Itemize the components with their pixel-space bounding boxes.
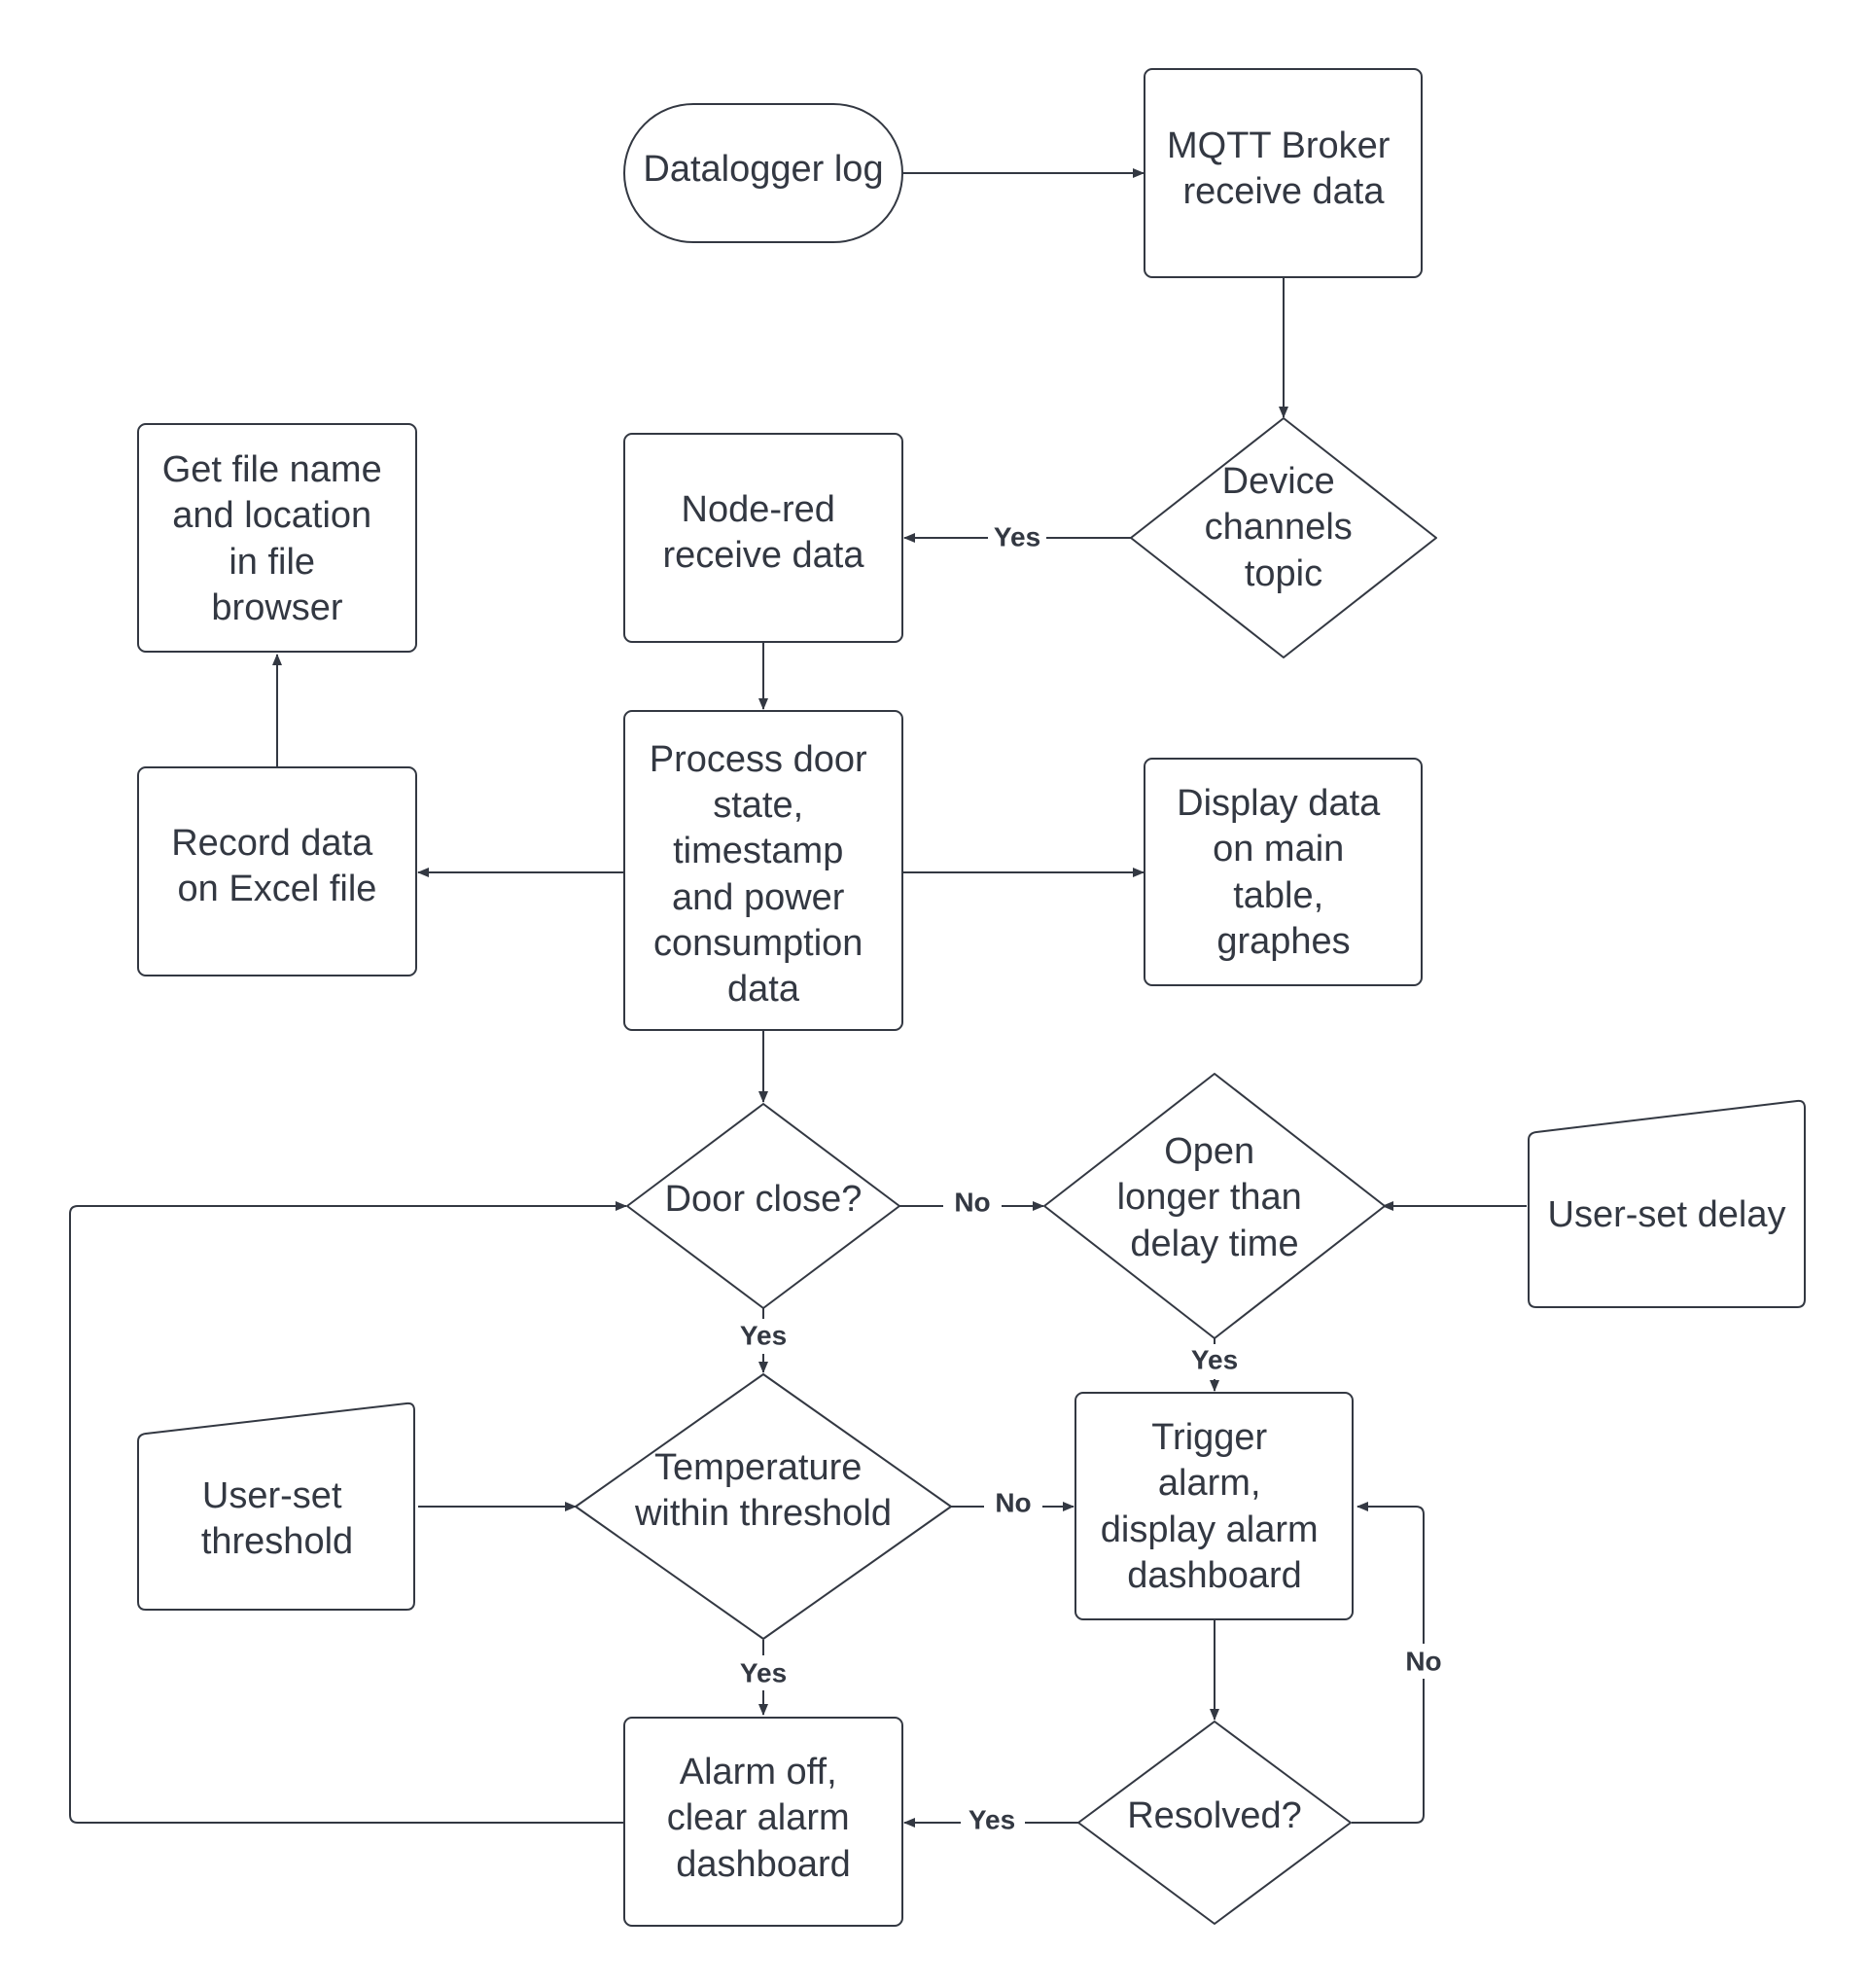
edge-alarmoff-doorclose-loop — [69, 1201, 627, 1824]
alarmoff-text-line: Alarm off, — [680, 1752, 837, 1793]
edge-label-open-yes: Yes — [1191, 1345, 1238, 1375]
getfile-text-line: and location — [172, 495, 371, 536]
node-process-door-state: Process door state, timestamp and power … — [623, 710, 903, 1031]
process-text-line: consumption — [653, 923, 863, 964]
svg-text:Door close?: Door close? — [665, 1179, 863, 1220]
temperature-text-line: Temperature — [654, 1447, 862, 1488]
node-device-channels-topic: Device channels topic — [1130, 417, 1437, 658]
process-text-line: data — [727, 969, 800, 1010]
node-user-set-delay: User-set delay — [1528, 1099, 1806, 1308]
edge-labels: Yes No Yes Yes No Yes Yes No — [731, 519, 1453, 1840]
getfile-text-line: browser — [211, 587, 342, 628]
mqtt-text-line: MQTT Broker — [1167, 125, 1391, 166]
svg-text:Trigger alarm,: Trigger alarm, display alarm dashboard — [1101, 1417, 1328, 1596]
alarmoff-text-line: dashboard — [676, 1844, 851, 1885]
trigger-text-line: display alarm — [1101, 1509, 1319, 1550]
edge-label-temp-no: No — [995, 1488, 1031, 1518]
svg-text:MQTT Broker receive da: MQTT Broker receive data — [1167, 125, 1400, 212]
svg-text:Process door state,: Process door state, timestamp and power … — [650, 739, 877, 1010]
getfile-text-line: in file — [229, 542, 315, 583]
node-temperature: Temperature within threshold — [575, 1373, 952, 1640]
trigger-text-line: alarm, — [1158, 1463, 1261, 1504]
svg-text:Node-red receive data: Node-red receive data — [662, 489, 864, 576]
edge-label-resolved-no: No — [1405, 1647, 1441, 1677]
device-topic-text-line: topic — [1245, 553, 1322, 594]
edge-label-door-no: No — [954, 1188, 990, 1218]
svg-text:Device channels: Device channels topic — [1205, 461, 1363, 594]
node-datalogger-log: Datalogger log — [623, 103, 903, 243]
display-text-line: Display data — [1177, 783, 1381, 824]
process-text-line: and power — [672, 877, 845, 918]
nodered-text-line: Node-red — [682, 489, 835, 530]
node-resolved: Resolved? — [1077, 1721, 1352, 1925]
svg-text:Datalogger log: Datalogger log — [643, 149, 883, 190]
edge-label-resolved-yes: Yes — [969, 1805, 1015, 1835]
node-nodered-receive: Node-red receive data — [623, 433, 903, 643]
getfile-text-line: Get file name — [162, 449, 382, 490]
process-text-line: Process door — [650, 739, 867, 780]
node-mqtt-broker: MQTT Broker receive data — [1144, 68, 1423, 278]
threshold-text-line: threshold — [201, 1521, 353, 1562]
svg-text:Open longer than: Open longer than delay time — [1117, 1131, 1313, 1264]
trigger-text-line: Trigger — [1151, 1417, 1267, 1458]
device-topic-text-line: channels — [1205, 507, 1353, 548]
openlonger-text-line: longer than — [1117, 1177, 1302, 1218]
edge-label-door-yes: Yes — [740, 1321, 787, 1351]
node-open-longer: Open longer than delay time — [1043, 1073, 1386, 1339]
svg-text:Temperature within thr: Temperature within threshold — [634, 1447, 892, 1534]
threshold-text-line: User-set — [202, 1475, 342, 1516]
svg-text:Display data on main: Display data on main table, graphes — [1177, 783, 1391, 962]
resolved-text-line: Resolved? — [1127, 1795, 1302, 1836]
doorclose-text-line: Door close? — [665, 1179, 863, 1220]
record-text-line: on Excel file — [178, 869, 377, 909]
datalogger-text-line: Datalogger log — [643, 149, 883, 190]
node-trigger-alarm: Trigger alarm, display alarm dashboard — [1074, 1392, 1354, 1620]
svg-text:Get file name and loca: Get file name and location in file brows… — [162, 449, 393, 628]
userdelay-text-line: User-set delay — [1548, 1194, 1786, 1235]
mqtt-text-line: receive data — [1182, 171, 1385, 212]
svg-text:Resolved?: Resolved? — [1127, 1795, 1302, 1836]
nodered-text-line: receive data — [662, 535, 864, 576]
alarmoff-text-line: clear alarm — [667, 1797, 850, 1838]
edge-label-topic-yes: Yes — [994, 522, 1040, 552]
edge-label-temp-yes: Yes — [740, 1658, 787, 1688]
trigger-text-line: dashboard — [1127, 1555, 1302, 1596]
node-alarm-off: Alarm off, clear alarm dashboard — [623, 1717, 903, 1927]
display-text-line: on main — [1213, 829, 1344, 870]
node-door-close: Door close? — [626, 1103, 900, 1309]
node-get-file-name: Get file name and location in file brows… — [137, 423, 417, 653]
temperature-text-line: within threshold — [634, 1493, 892, 1534]
record-text-line: Record data — [171, 823, 373, 864]
svg-text:User-set delay: User-set delay — [1548, 1194, 1786, 1235]
process-text-line: timestamp — [673, 831, 843, 871]
display-text-line: graphes — [1216, 921, 1350, 962]
process-text-line: state, — [713, 785, 803, 826]
openlonger-text-line: Open — [1164, 1131, 1254, 1172]
svg-text:User-set threshold: User-set threshold — [201, 1475, 353, 1562]
device-topic-text-line: Device — [1222, 461, 1335, 502]
nodes: Datalogger log MQTT Broker receive data … — [137, 68, 1806, 1927]
node-record-excel: Record data on Excel file — [137, 766, 417, 976]
node-display-data: Display data on main table, graphes — [1144, 758, 1423, 986]
node-user-set-threshold: User-set threshold — [137, 1402, 415, 1611]
display-text-line: table, — [1233, 875, 1323, 916]
svg-text:Alarm off, clear alarm: Alarm off, clear alarm dashboard — [667, 1752, 861, 1885]
openlonger-text-line: delay time — [1130, 1224, 1298, 1264]
svg-text:Record data on Excel f: Record data on Excel file — [171, 823, 383, 909]
